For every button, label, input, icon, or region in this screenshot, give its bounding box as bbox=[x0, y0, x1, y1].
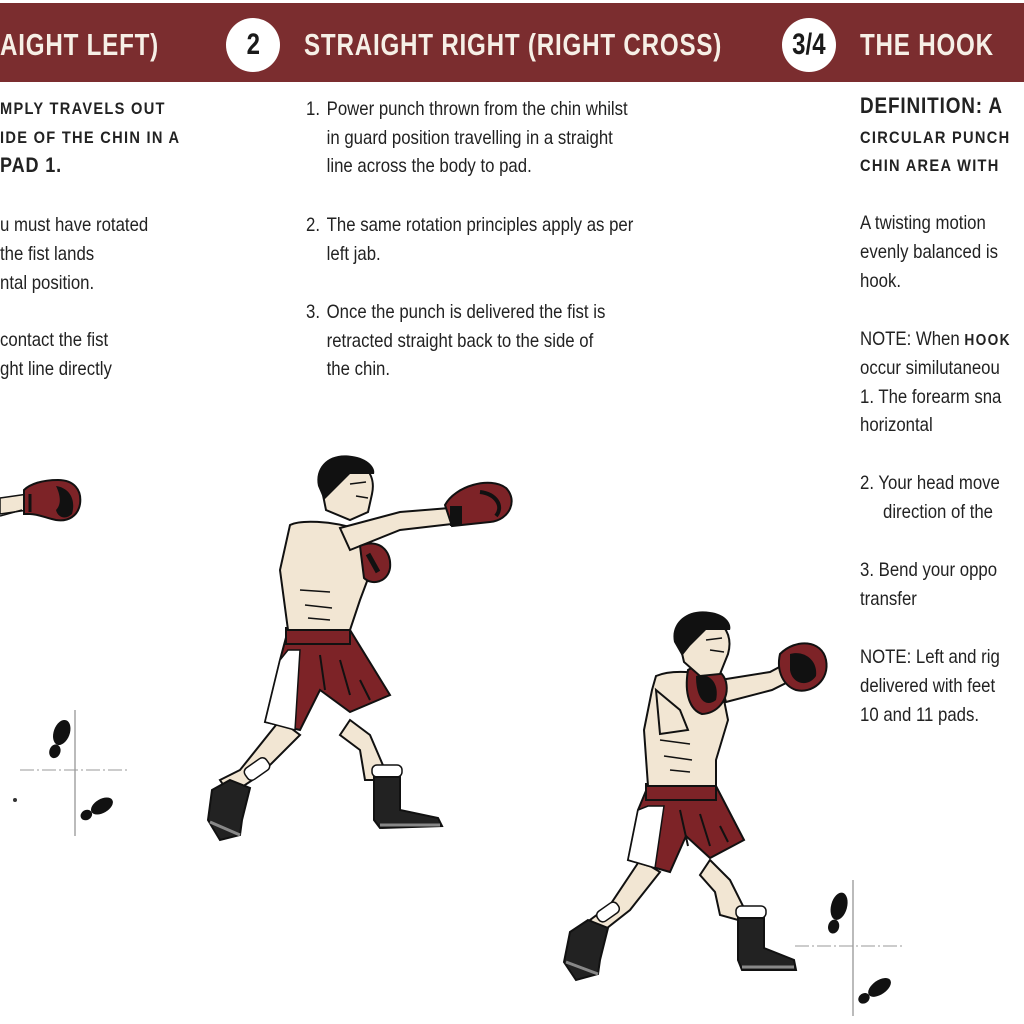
footprint-diagram-1 bbox=[13, 710, 127, 836]
footprint-icon-back bbox=[858, 978, 891, 1004]
section2-number-badge: 2 bbox=[226, 18, 280, 72]
hook-item-1: 1. The forearm sna bbox=[860, 386, 1002, 408]
section3-number-badge: 3/4 bbox=[782, 18, 836, 72]
item-line: retracted straight back to the side of bbox=[326, 329, 594, 352]
section2-number: 2 bbox=[246, 28, 260, 61]
footprint-diagram-3 bbox=[795, 880, 903, 1016]
note1-caps: HOOK bbox=[964, 332, 1011, 349]
hook-item-3-line-1: 3. Bend your oppo bbox=[860, 559, 998, 581]
hook-para-line-2: evenly balanced is bbox=[860, 241, 998, 263]
note1-prefix: NOTE: When bbox=[860, 328, 965, 350]
hook-para-line-1: A twisting motion bbox=[860, 212, 986, 234]
item-line: in guard position travelling in a straig… bbox=[326, 126, 613, 149]
footprint-icon-front bbox=[49, 719, 71, 759]
definition-label: DEFINITION: A bbox=[860, 93, 1003, 118]
hook-item-3-line-2: transfer bbox=[860, 588, 917, 610]
left-para3-line-1: contact the fist bbox=[0, 329, 109, 351]
hook-item-1-cont: horizontal bbox=[860, 414, 933, 436]
note1-line-1: NOTE: When HOOK bbox=[860, 325, 1011, 356]
boxer-hook-illustration bbox=[562, 611, 828, 982]
header-band: AIGHT LEFT) 2 STRAIGHT RIGHT (RIGHT CROS… bbox=[0, 3, 1024, 82]
item-line: Once the punch is delivered the fist is bbox=[326, 301, 606, 323]
section3-title: THE HOOK bbox=[860, 27, 994, 62]
note1-line-2: occur similutaneou bbox=[860, 357, 1000, 379]
hook-para-line-3: hook. bbox=[860, 270, 902, 292]
left-para2-line-3: ntal position. bbox=[0, 272, 95, 294]
left-caps-line-2: IDE OF THE CHIN IN A bbox=[0, 128, 181, 147]
boxer-jab-arm-illustration bbox=[0, 478, 82, 522]
item-line: left jab. bbox=[326, 242, 381, 265]
middle-item-3: 3. Once the punch is delivered the fist i… bbox=[306, 298, 605, 384]
section2-title: STRAIGHT RIGHT (RIGHT CROSS) bbox=[304, 27, 723, 62]
item-number: 3. bbox=[306, 301, 320, 323]
item-line: the chin. bbox=[326, 358, 391, 381]
left-caps-line-3: PAD 1. bbox=[0, 154, 63, 177]
footprint-icon-front bbox=[828, 892, 848, 934]
item-line: Power punch thrown from the chin whilst bbox=[326, 98, 628, 120]
boxer-straight-right-illustration bbox=[206, 455, 513, 842]
hook-item-2-line-2: direction of the bbox=[883, 501, 994, 523]
note2-line-1: NOTE: Left and rig bbox=[860, 646, 1000, 668]
item-number: 2. bbox=[306, 214, 320, 236]
definition-caps-2: CHIN AREA WITH bbox=[860, 156, 1000, 175]
item-number: 1. bbox=[306, 98, 320, 120]
middle-item-2: 2. The same rotation principles apply as … bbox=[306, 211, 633, 268]
section3-number: 3/4 bbox=[792, 28, 826, 61]
note2-line-3: 10 and 11 pads. bbox=[860, 704, 980, 726]
left-para2-line-2: the fist lands bbox=[0, 243, 95, 265]
item-line: The same rotation principles apply as pe… bbox=[326, 214, 634, 236]
left-para2-line-1: u must have rotated bbox=[0, 214, 149, 236]
footprint-icon-back bbox=[80, 797, 113, 821]
item-line: line across the body to pad. bbox=[326, 155, 532, 178]
left-para3-line-2: ght line directly bbox=[0, 358, 112, 380]
note2-line-2: delivered with feet bbox=[860, 675, 996, 697]
left-caps-line-1: MPLY TRAVELS OUT bbox=[0, 99, 166, 118]
hook-item-2-line-1: 2. Your head move bbox=[860, 472, 1000, 494]
section1-title: AIGHT LEFT) bbox=[0, 27, 160, 62]
middle-item-1: 1. Power punch thrown from the chin whils… bbox=[306, 95, 628, 181]
definition-caps-1: CIRCULAR PUNCH bbox=[860, 128, 1011, 147]
